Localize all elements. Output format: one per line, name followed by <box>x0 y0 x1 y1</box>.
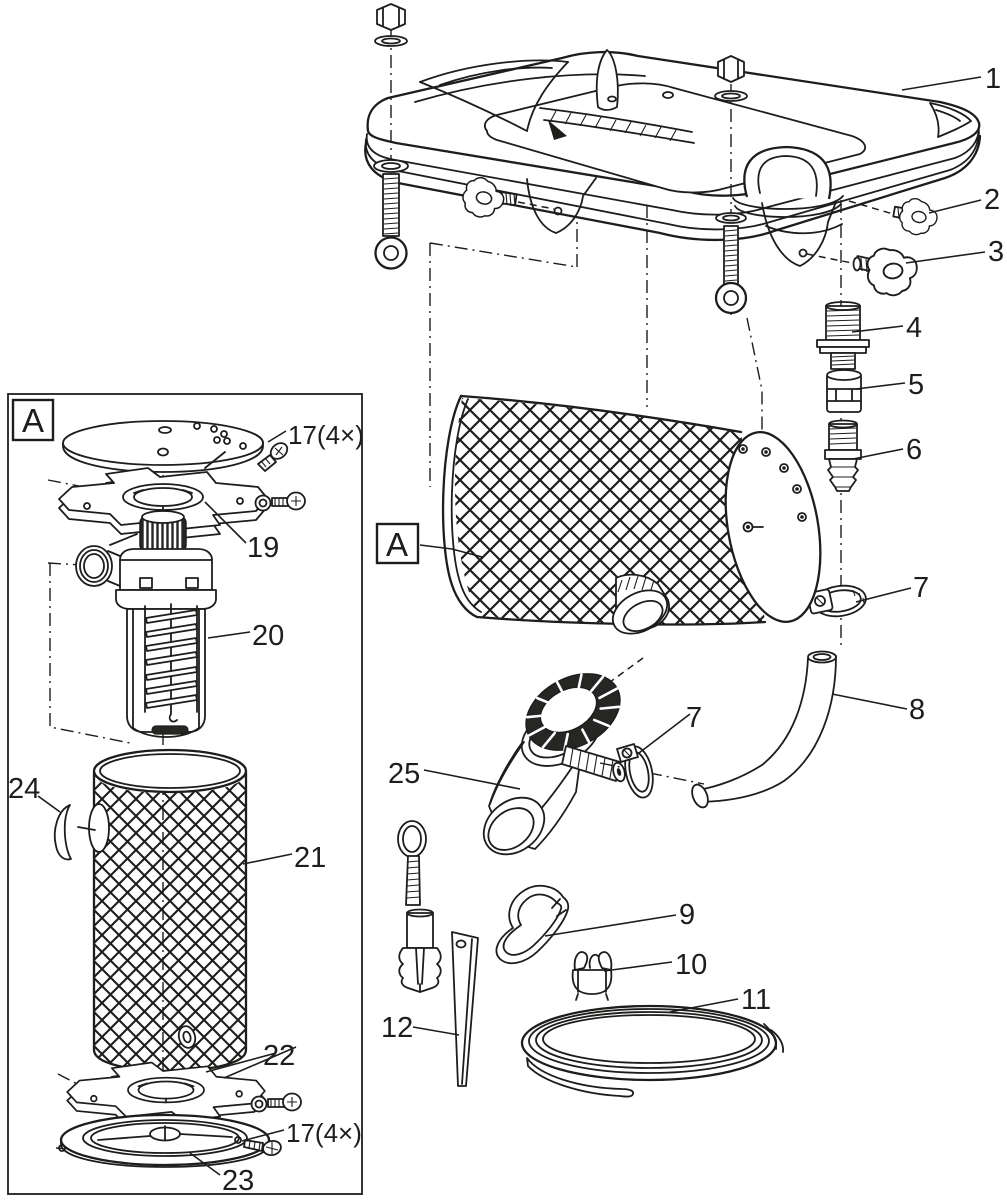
foam-cylinder-part21 <box>88 748 248 1073</box>
anchor-kit-part12 <box>397 820 479 1087</box>
callout-part12: 12 <box>381 1012 413 1044</box>
callout-part10: 10 <box>675 949 707 981</box>
callout-part8: 8 <box>909 694 925 726</box>
pump-grille <box>145 609 198 709</box>
callout-part2: 2 <box>984 184 1000 216</box>
eye-bolt-west <box>373 3 409 270</box>
valve-fitting-part25 <box>482 673 626 856</box>
callout-leaders <box>37 76 986 1176</box>
screw-with-washer-22 <box>250 1092 302 1113</box>
strainer-drum-drawing <box>441 394 822 702</box>
screw-17-top <box>257 442 289 472</box>
thumb-knob-left <box>458 173 555 223</box>
callout-part9: 9 <box>679 899 695 931</box>
drum-reference-label: A <box>386 526 408 563</box>
float-platform-drawing <box>364 49 982 267</box>
detail-reference-marker: A <box>375 522 483 565</box>
screw-with-washer-19 <box>254 491 306 512</box>
callout-part4: 4 <box>906 312 922 344</box>
screw-17-bottom <box>243 1139 282 1156</box>
hose-clamp-lower-part7 <box>599 743 705 799</box>
drum-outlet <box>611 573 670 635</box>
callout-part22: 22 <box>263 1040 295 1072</box>
thumb-knob-part2 <box>848 195 941 239</box>
hose-tail-part6 <box>824 419 862 492</box>
drum-cap-holes <box>738 444 807 533</box>
callout-part3: 3 <box>988 236 1004 268</box>
callout-labels: 1 2 3 4 5 6 7 8 7 9 10 11 12 25 17(4×) 1… <box>8 63 1004 1197</box>
callout-part25: 25 <box>388 758 420 790</box>
callout-part20: 20 <box>252 620 284 652</box>
callout-part19: 19 <box>247 532 279 564</box>
callout-part17-bottom: 17(4×) <box>286 1118 362 1148</box>
threaded-adapter-part4 <box>816 301 870 370</box>
callout-part7-lower: 7 <box>686 702 702 734</box>
thumb-knob-part3 <box>806 243 922 300</box>
crown-clip-part10 <box>571 951 613 1001</box>
callout-part6: 6 <box>906 434 922 466</box>
callout-part23: 23 <box>222 1165 254 1197</box>
ring-plate-part23 <box>58 1113 271 1168</box>
eye-bolt-south <box>714 55 748 315</box>
hose-clamp-upper-part7 <box>806 584 867 618</box>
grommet-part24 <box>53 804 96 861</box>
carabiner-part9 <box>495 884 570 965</box>
callout-part5: 5 <box>908 369 924 401</box>
tubing-coil-part11 <box>520 1004 784 1098</box>
callout-part7-upper: 7 <box>913 572 929 604</box>
callout-part24: 24 <box>8 773 40 805</box>
detail-view-box: A <box>7 393 363 1195</box>
detail-box-label: A <box>22 402 44 439</box>
callout-part17-top: 17(4×) <box>288 420 364 450</box>
callout-part11: 11 <box>741 984 771 1016</box>
curved-hose-part8 <box>691 650 837 809</box>
callout-part21: 21 <box>294 842 326 874</box>
callout-part1: 1 <box>985 63 1001 95</box>
top-disc-drawing <box>62 420 264 473</box>
coupling-nut-part5 <box>826 369 862 413</box>
pump-part20 <box>75 510 217 738</box>
